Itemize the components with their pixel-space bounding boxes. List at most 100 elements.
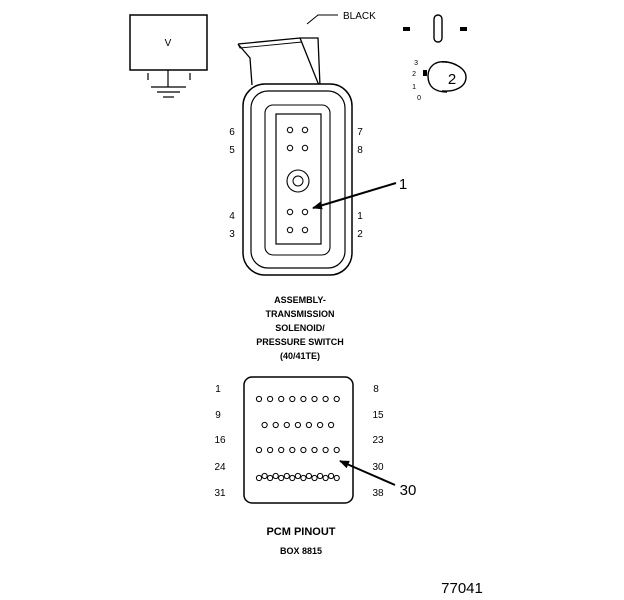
pcm-pin [294,472,301,480]
connector-callout-arrow [312,182,397,210]
pcm-row-label-left-4: 31 [214,488,226,499]
pin-label-left-0: 6 [229,127,235,138]
pcm-pin [283,421,290,429]
pcm-pin [261,472,268,480]
pin-4 [286,208,294,216]
pcm-pin [261,421,268,429]
pcm-callout: 30 [400,482,417,499]
pcm-callout-arrow [339,460,396,486]
pcm-pin-grid [255,395,340,482]
connector-wire-boot [237,37,321,89]
pcm-pin [317,472,324,480]
pcm-row-label-right-1: 15 [372,410,384,421]
pcm-row-label-right-3: 30 [372,462,384,473]
wire-label-leader [306,14,338,25]
pcm-pin [333,395,340,403]
pcm-row-label-right-4: 38 [372,488,384,499]
pcm-pin [289,395,296,403]
wire-label: BLACK [343,11,376,22]
pin-label-left-1: 5 [229,145,235,156]
pcm-pin [333,446,340,454]
key-tick-1: 2 [412,71,416,78]
pcm-body [243,376,354,504]
caption-line-1: TRANSMISSION [265,309,334,319]
pin-8 [301,144,309,152]
pcm-caption-title: PCM PINOUT [266,526,335,538]
pin-label-right-3: 2 [357,229,363,240]
key-callout: 2 [448,71,456,88]
voltmeter-box [129,14,208,71]
pcm-pin [322,446,329,454]
pin-3 [286,226,294,234]
pin-label-left-2: 4 [229,211,235,222]
pcm-pin [267,474,274,482]
pcm-pin [300,474,307,482]
pcm-pin [289,474,296,482]
pin-label-right-0: 7 [357,127,363,138]
center-post [286,169,310,193]
pcm-pin [311,395,318,403]
pcm-connector: 1 9 16 24 31 8 15 23 30 38 30 [214,376,417,504]
key-tab [427,61,448,93]
pcm-pin [328,472,335,480]
pcm-pin [289,446,296,454]
pcm-row-label-left-1: 9 [215,410,221,421]
pcm-pin [311,446,318,454]
pcm-pin [283,472,290,480]
pcm-pin [328,421,335,429]
pcm-pin [278,395,285,403]
pin-5 [286,144,294,152]
key-tick-0: 3 [414,60,418,67]
pcm-pin [267,446,274,454]
key-slot [433,14,443,43]
pcm-row-label-left-3: 24 [214,462,226,473]
caption-line-3: PRESSURE SWITCH [256,337,344,347]
caption-line-4: (40/41TE) [280,351,320,361]
pin-label-right-2: 1 [357,211,363,222]
pcm-pin [311,474,318,482]
pin-7 [301,126,309,134]
pcm-pin [267,395,274,403]
pcm-row-label-left-0: 1 [215,384,221,395]
pcm-pin [305,472,312,480]
pcm-pin [322,395,329,403]
pcm-pin [300,395,307,403]
pcm-row-label-left-2: 16 [214,435,226,446]
pcm-pin [322,474,329,482]
connector-callout: 1 [399,176,407,193]
pin-cavity-block [275,113,322,245]
pcm-pin [255,474,263,482]
connector-outer-body [242,83,353,276]
pcm-pin [272,472,279,480]
pcm-pin [255,446,263,454]
voltmeter: V [129,14,208,98]
connector-shell [250,90,346,269]
pcm-row-label-right-0: 8 [373,384,379,395]
figure-id: 77041 [441,580,483,597]
key-switch: 3 2 1 0 2 [403,14,467,102]
pin-1 [301,208,309,216]
key-tick-3: 0 [417,95,421,102]
pcm-pin [278,446,285,454]
key-tick-2: 1 [412,84,416,91]
pin-6 [286,126,294,134]
pcm-pin [317,421,324,429]
caption-line-2: SOLENOID/ [275,323,325,333]
pcm-pin [333,474,340,482]
pcm-pin [255,395,263,403]
pcm-pin [300,446,307,454]
pcm-pin [294,421,301,429]
pin-label-left-3: 3 [229,229,235,240]
pcm-pin [278,474,285,482]
pcm-caption-box: BOX 8815 [280,546,322,556]
voltmeter-symbol: V [165,38,172,49]
pin-2 [301,226,309,234]
pcm-row-label-right-2: 23 [372,435,384,446]
connector-inner-frame [264,104,331,256]
solenoid-connector: 6 5 4 3 7 8 1 2 1 [229,37,407,276]
pcm-pin [305,421,312,429]
caption-line-0: ASSEMBLY- [274,295,326,305]
pcm-pin [272,421,279,429]
connector-caption: ASSEMBLY- TRANSMISSION SOLENOID/ PRESSUR… [256,295,344,361]
